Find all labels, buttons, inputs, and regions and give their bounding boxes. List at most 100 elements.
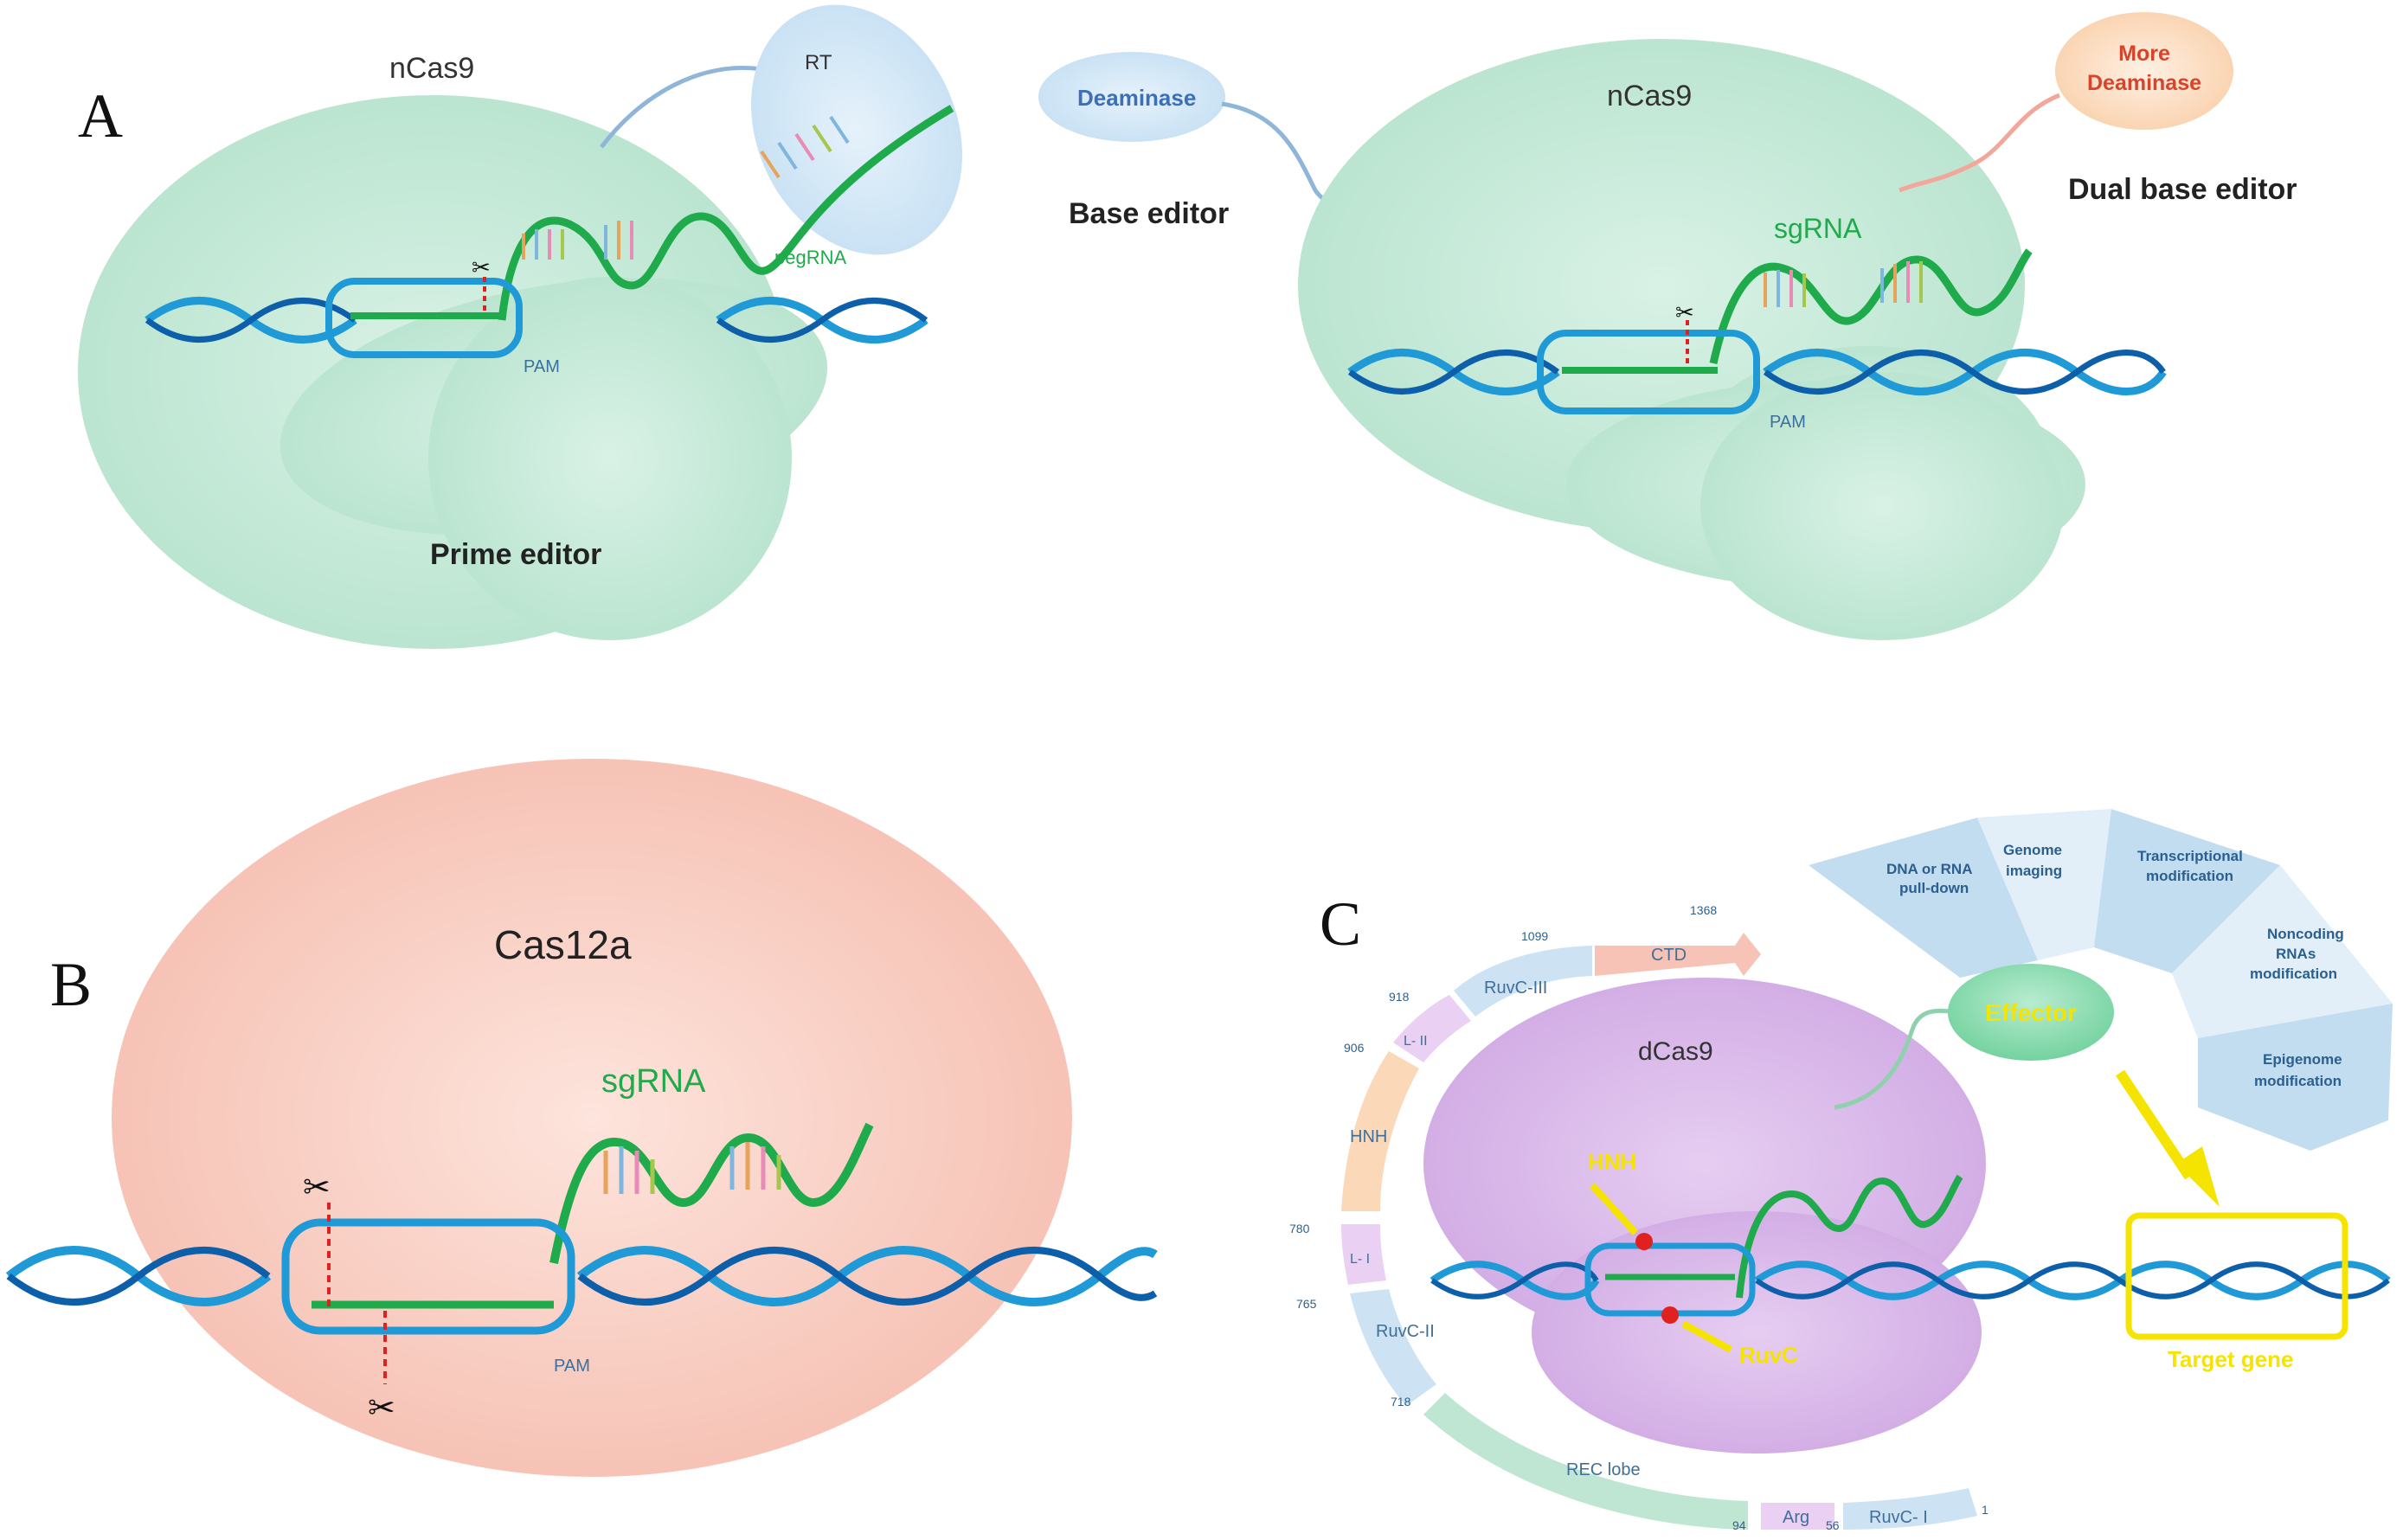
prime-editor-caption: Prime editor <box>430 538 601 571</box>
base-pam-label: PAM <box>1770 413 1806 432</box>
dcas9-lower-lobe <box>1532 1211 1982 1453</box>
pos-94: 94 <box>1732 1518 1746 1532</box>
deaminase-bubble <box>1038 52 1225 142</box>
dcas9-panel: C CTD RuvC-III L- II HNH L- I RuvC-II RE… <box>1289 809 2393 1532</box>
more-deaminase-linker <box>1899 93 2060 193</box>
pos-780: 780 <box>1289 1222 1310 1235</box>
app-1-line2: pull-down <box>1899 880 1969 896</box>
effector-arrow-head <box>2176 1146 2220 1207</box>
more-deaminase-bubble <box>2055 12 2233 130</box>
domain-rec <box>1423 1393 1748 1530</box>
domain-ruvc1 <box>1843 1488 1977 1530</box>
panel-letter-a: A <box>78 81 123 151</box>
rt-bubble <box>751 4 962 255</box>
more-deaminase-line2: Deaminase <box>2087 71 2201 95</box>
domain-rec-label: REC lobe <box>1566 1460 1641 1479</box>
pegrna-bases <box>522 115 850 260</box>
base-sgrna-bases <box>1764 261 1923 307</box>
domain-l2-label: L- II <box>1404 1034 1428 1049</box>
domain-ring: CTD RuvC-III L- II HNH L- I RuvC-II REC … <box>1289 903 1989 1532</box>
rt-linker <box>600 66 762 149</box>
base-rloop <box>1537 330 1760 414</box>
base-ncas9-label: nCas9 <box>1607 80 1692 112</box>
pegrna-strand <box>498 105 954 321</box>
app-2-line2: imaging <box>2006 863 2062 879</box>
ruvc-arrow <box>1681 1320 1732 1353</box>
cas12a-pam-label: PAM <box>554 1357 590 1376</box>
app-5-line1: Epigenome <box>2263 1051 2342 1068</box>
base-dna-strand-bottom <box>1347 350 2166 395</box>
domain-ctd-label: CTD <box>1651 946 1687 965</box>
app-1-line1: DNA or RNA <box>1886 861 1972 877</box>
domain-ctd <box>1595 933 1761 976</box>
effector-arrow-shaft <box>2116 1069 2194 1180</box>
panel-letter-c: C <box>1320 889 1361 959</box>
effector-linker <box>1834 1008 1961 1110</box>
more-deaminase-line1: More <box>2118 42 2170 66</box>
app-4-line2: RNAs <box>2276 946 2316 962</box>
domain-hnh <box>1341 1051 1419 1211</box>
base-scissors-icon: ✂ <box>1675 299 1694 325</box>
prime-scissors-icon: ✂ <box>472 254 491 280</box>
app-sector-5 <box>2198 1004 2393 1151</box>
ncas9-lower-lobe <box>428 277 792 640</box>
domain-l1 <box>1341 1224 1386 1285</box>
effector-label: Effector <box>1985 999 2077 1026</box>
app-sector-4 <box>2172 865 2393 1038</box>
app-sector-1 <box>1809 818 2038 978</box>
app-2-line1: Genome <box>2003 842 2062 858</box>
domain-l2 <box>1393 995 1471 1062</box>
domain-ruvc3 <box>1454 946 1592 1017</box>
cas12a-panel: B Cas12a sgRNA ✂ ✂ PAM <box>5 759 1158 1477</box>
rt-label: RT <box>805 51 832 74</box>
pegrna-label: pegRNA <box>774 247 846 268</box>
pos-1368: 1368 <box>1690 903 1717 917</box>
app-5-line2: modification <box>2254 1073 2342 1089</box>
app-sector-3 <box>2094 809 2280 973</box>
hnh-arrow <box>1590 1183 1638 1235</box>
dcas9-dna-strand-bottom <box>1430 1261 2390 1299</box>
hnh-site-dot <box>1635 1233 1653 1250</box>
cas12a-scissors-bottom-icon: ✂ <box>368 1390 395 1427</box>
cas12a-scissors-top-icon: ✂ <box>303 1170 331 1206</box>
dcas9-sgrna-strand <box>1736 1174 1963 1299</box>
app-3-line1: Transcriptional <box>2137 848 2243 864</box>
cas12a-sgrna-strand <box>549 1122 874 1264</box>
pos-765: 765 <box>1296 1297 1317 1311</box>
domain-ruvc2 <box>1350 1289 1436 1406</box>
dual-base-editor-caption: Dual base editor <box>2068 173 2297 206</box>
prime-rloop <box>325 278 523 358</box>
effector-bubble <box>1948 964 2114 1061</box>
target-gene-box <box>2125 1212 2348 1340</box>
domain-ruvc2-label: RuvC-II <box>1376 1322 1435 1341</box>
pos-1099: 1099 <box>1521 929 1548 943</box>
applications-fan <box>1809 809 2393 1151</box>
base-sgrna-strand <box>1709 248 2033 364</box>
panel-letter-b: B <box>50 950 92 1019</box>
prime-dna-strand-bottom <box>145 298 928 343</box>
cas12a-body <box>112 759 1072 1477</box>
cas12a-dna-strand-bottom <box>6 1247 1158 1306</box>
base-editor-panel: Deaminase Base editor nCas9 More Deamina… <box>1038 12 2297 640</box>
app-3-line2: modification <box>2146 868 2233 884</box>
pos-906: 906 <box>1344 1041 1365 1055</box>
domain-arg <box>1761 1503 1834 1530</box>
target-gene-label: Target gene <box>2168 1346 2293 1372</box>
domain-ruvc3-label: RuvC-III <box>1484 979 1547 998</box>
app-sector-2 <box>1977 809 2111 960</box>
pos-1: 1 <box>1982 1503 1989 1517</box>
app-4-line1: Noncoding <box>2267 926 2344 942</box>
cas12a-label: Cas12a <box>494 922 632 967</box>
base-ncas9-bottom <box>1700 372 2064 640</box>
ruvc-label: RuvC <box>1739 1342 1798 1368</box>
prime-pam-label: PAM <box>524 357 560 376</box>
dcas9-label: dCas9 <box>1638 1037 1713 1066</box>
pos-918: 918 <box>1389 990 1410 1004</box>
domain-l1-label: L- I <box>1350 1252 1370 1267</box>
prime-ncas9-label: nCas9 <box>389 52 474 85</box>
cas12a-sgrna-label: sgRNA <box>601 1063 706 1100</box>
cas12a-sgrna-bases <box>603 1142 781 1194</box>
ruvc-site-dot <box>1661 1306 1679 1324</box>
pos-56: 56 <box>1826 1518 1840 1532</box>
